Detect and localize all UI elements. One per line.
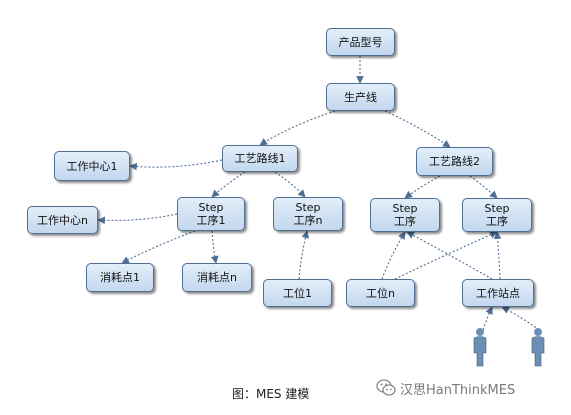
node-label: 工位n xyxy=(366,286,395,300)
node-step-n: Step 工序n xyxy=(273,197,343,231)
node-label: 工艺路线2 xyxy=(429,155,480,168)
edge-route-1-to-work-center-1 xyxy=(129,159,223,171)
node-production-line: 生产线 xyxy=(326,83,395,111)
node-consumption-point-n: 消耗点n xyxy=(182,263,252,292)
edge-route-2-to-step-a xyxy=(404,175,441,199)
wechat-icon xyxy=(376,379,396,396)
edge-group xyxy=(97,56,540,331)
operator-icon xyxy=(531,328,545,367)
node-step-b: Step 工序 xyxy=(462,198,532,232)
node-label: 工艺路线1 xyxy=(234,152,286,165)
node-label-line1: Step xyxy=(198,201,224,214)
node-label-line2: 工序 xyxy=(486,215,508,228)
edge-step-1-to-consumption-1 xyxy=(121,230,196,264)
node-label: 工作中心1 xyxy=(66,159,118,173)
node-label-line2: 工序 xyxy=(394,215,416,228)
node-label: 工位1 xyxy=(283,286,312,300)
node-label-line1: Step xyxy=(295,201,321,214)
node-label: 生产线 xyxy=(344,90,377,104)
edge-station-n-to-step-a xyxy=(381,231,406,280)
node-process-route-2: 工艺路线2 xyxy=(416,147,493,176)
node-label: 产品型号 xyxy=(338,35,383,49)
edge-operator-1-to-work-station xyxy=(482,306,493,331)
node-label: 工作站点 xyxy=(476,286,520,300)
edge-work-station-to-step-a xyxy=(406,231,493,280)
watermark: 汉思HanThinkMES xyxy=(376,378,515,398)
node-label: 消耗点n xyxy=(197,271,237,284)
node-consumption-point-1: 消耗点1 xyxy=(86,263,154,292)
node-label-line2: 工序1 xyxy=(196,214,226,227)
node-step-a: Step 工序 xyxy=(370,198,440,232)
node-station-n: 工位n xyxy=(346,279,415,307)
edge-station-n-to-step-b xyxy=(394,231,498,280)
node-label-line1: Step xyxy=(392,202,418,215)
figure-caption: 图：MES 建模 xyxy=(232,387,310,401)
watermark-text: 汉思HanThinkMES xyxy=(400,382,516,398)
node-product-model: 产品型号 xyxy=(326,28,395,56)
edge-step-1-to-work-center-n xyxy=(97,213,178,225)
edge-station-1-to-step-n xyxy=(298,230,310,280)
edge-route-1-to-step-n xyxy=(274,171,306,198)
node-label: 消耗点1 xyxy=(100,271,140,284)
operator-icon xyxy=(473,328,487,367)
node-label-line1: Step xyxy=(484,202,510,215)
edge-operator-2-to-work-station xyxy=(501,306,540,331)
node-label-line2: 工序n xyxy=(293,214,323,227)
edge-step-1-to-consumption-n xyxy=(210,230,219,264)
node-work-station: 工作站点 xyxy=(462,279,534,307)
node-label: 工作中心n xyxy=(37,213,88,227)
edge-route-2-to-step-b xyxy=(469,175,498,199)
node-process-route-1: 工艺路线1 xyxy=(222,145,298,172)
edge-work-station-to-step-b xyxy=(493,231,502,280)
edge-production-line-to-route-1 xyxy=(259,110,336,146)
edge-production-line-to-route-2 xyxy=(384,110,451,148)
node-work-center-n: 工作中心n xyxy=(27,206,98,234)
edge-route-1-to-step-1 xyxy=(211,171,246,198)
node-work-center-1: 工作中心1 xyxy=(54,151,130,181)
node-station-1: 工位1 xyxy=(263,279,332,307)
operator-group xyxy=(473,328,545,367)
node-step-1: Step 工序1 xyxy=(177,197,245,231)
